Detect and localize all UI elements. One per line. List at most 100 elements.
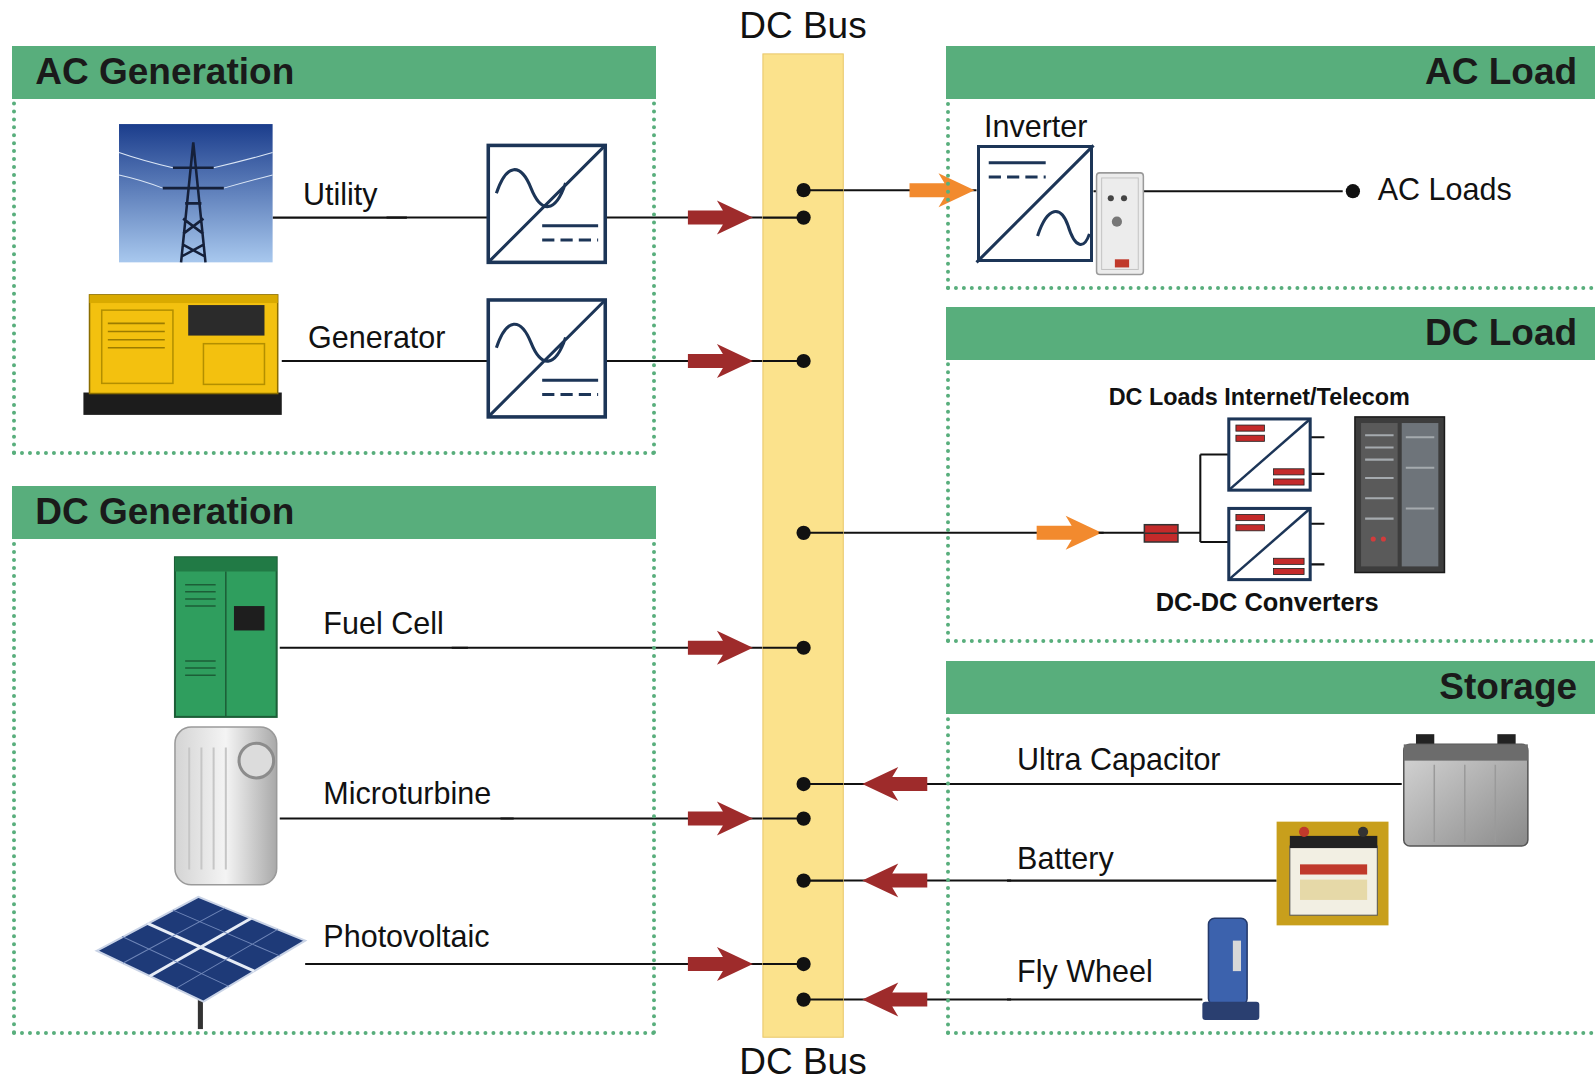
group-label: DC Loads Internet/Telecom — [1109, 385, 1410, 411]
generator-panel — [188, 305, 264, 336]
terminal-dot — [1346, 184, 1360, 198]
pylon — [163, 142, 224, 262]
bus-dot — [796, 183, 810, 197]
connector — [500, 947, 762, 981]
connector — [843, 516, 1103, 550]
header-band: DC Load — [946, 307, 1595, 360]
rectifier-symbol — [542, 393, 598, 396]
arrow-head — [862, 983, 927, 1017]
generator-vents — [108, 323, 165, 347]
panel-title: AC Load — [1425, 52, 1577, 93]
arrow-head — [688, 802, 753, 836]
load-label: AC Loads — [1378, 173, 1512, 207]
fuse-symbol — [1144, 525, 1178, 542]
dc-dc-converter-symbol — [1229, 419, 1310, 490]
control-panel — [1102, 178, 1139, 270]
flywheel-icon — [1208, 918, 1247, 1004]
source-node: Utility — [297, 178, 387, 222]
microturbine-ribs — [189, 747, 226, 869]
arrow-head — [688, 631, 753, 665]
bus-label: DC Bus — [739, 1043, 866, 1080]
rectifier-symbol — [488, 300, 605, 417]
control-tag — [1115, 259, 1129, 267]
device-label: Microturbine — [323, 777, 491, 811]
rack-units — [1365, 435, 1434, 518]
dc-mark — [1236, 515, 1264, 521]
arrow-head — [910, 173, 975, 207]
telecom-rack — [1355, 417, 1445, 573]
bus-dot — [796, 526, 810, 540]
device-label: Photovoltaic — [323, 920, 489, 954]
dc-mark — [1236, 435, 1264, 441]
arrow-head — [1037, 516, 1102, 550]
header-band: AC Generation — [12, 46, 656, 99]
region-panel: DC GenerationFuel CellMicroturbinePhotov… — [12, 486, 656, 1035]
panel-title: AC Generation — [35, 52, 294, 93]
ultra-capacitor-lid — [1404, 744, 1528, 760]
generator-body — [90, 295, 278, 394]
battery-terminal — [1299, 827, 1309, 837]
arrow-head — [688, 947, 753, 981]
group-label: DC-DC Converters — [1156, 589, 1379, 617]
dc-dc-converter-symbol — [1229, 419, 1310, 490]
connector — [452, 631, 763, 665]
inverter-symbol — [989, 175, 1046, 178]
inverter-label: Inverter — [984, 110, 1087, 144]
generator-base — [83, 393, 281, 415]
bus-dot — [796, 641, 810, 655]
bus-dot — [796, 874, 810, 888]
region-panel: DC Load DC Loads Internet/TelecomDC-DC Co… — [946, 307, 1595, 643]
dc-mark — [1274, 568, 1305, 574]
header-band: Storage — [946, 661, 1595, 714]
region-panel: AC GenerationUtilityGenerator — [12, 46, 656, 455]
dc-mark — [1274, 479, 1305, 485]
region-panel: StorageUltra CapacitorBatteryFly Wheel — [946, 661, 1595, 1035]
storage-node: Ultra Capacitor — [1011, 743, 1229, 788]
utility-photo — [119, 124, 273, 262]
rack-light — [1371, 536, 1376, 541]
dc-dc-converter-symbol — [1229, 508, 1310, 579]
load-terminal: AC Loads — [1343, 173, 1521, 209]
fuel-cell-top — [175, 557, 277, 571]
connector — [843, 983, 1011, 1017]
pv-cells — [122, 908, 280, 988]
device-label: Fuel Cell — [323, 607, 443, 641]
bus-dot — [796, 957, 810, 971]
fuse-symbol — [1144, 533, 1178, 535]
arrow-head — [862, 864, 927, 898]
generator-door — [203, 344, 264, 385]
pv-array-frame — [147, 918, 254, 976]
fuel-cell-display — [234, 606, 265, 630]
device-label: Ultra Capacitor — [1017, 743, 1220, 777]
device-label: Utility — [303, 178, 378, 212]
battery-photo — [1277, 822, 1389, 926]
rack-light — [1381, 536, 1386, 541]
battery-icon — [1290, 846, 1377, 915]
device-label: Fly Wheel — [1017, 955, 1153, 989]
panel-title: Storage — [1439, 667, 1577, 708]
microturbine-intake — [239, 743, 274, 778]
arrow-head — [688, 201, 753, 235]
dc-dc-converter-symbol — [1229, 508, 1310, 579]
header-band: DC Generation — [12, 486, 656, 539]
battery-label — [1300, 880, 1367, 900]
bus-dot — [796, 811, 810, 825]
bus-label: DC Bus — [739, 7, 866, 44]
inverter-box: Inverter — [977, 145, 1094, 262]
dc-mark — [1236, 525, 1264, 531]
generator-roof — [90, 295, 278, 303]
source-node: Microturbine — [317, 777, 500, 823]
ultra-capacitor-cells — [1434, 765, 1495, 842]
dc-bus: DC BusDC Bus — [763, 54, 843, 1037]
arrow-head — [688, 344, 753, 378]
battery-terminal — [1358, 827, 1368, 837]
device-label: Generator — [308, 321, 445, 355]
rectifier-symbol — [488, 145, 605, 262]
battery-stripe — [1300, 864, 1367, 874]
dc-mark — [1236, 425, 1264, 431]
region-panel: AC LoadInverter AC Loads — [946, 46, 1595, 290]
dc-mark — [1274, 469, 1305, 475]
